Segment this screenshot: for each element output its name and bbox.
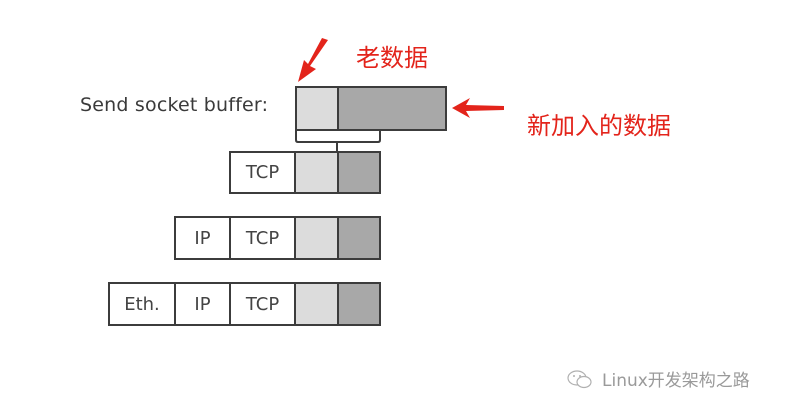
- wechat-icon: [567, 369, 592, 388]
- tcp-header: TCP: [229, 151, 296, 194]
- tcp-header: TCP: [229, 282, 296, 326]
- old-data-cell: [294, 282, 339, 326]
- send-buffer-new-data: [337, 86, 447, 131]
- old-data-cell: [294, 216, 339, 260]
- ip-header: IP: [174, 216, 231, 260]
- eth-header: Eth.: [108, 282, 176, 326]
- old-data-annotation: 老数据: [356, 44, 428, 72]
- send-socket-buffer-label: Send socket buffer:: [80, 94, 269, 116]
- tcp-header: TCP: [229, 216, 296, 260]
- arrow-old-data-icon: [298, 38, 328, 82]
- new-data-annotation: 新加入的数据: [527, 112, 671, 140]
- send-buffer-old-data: [295, 86, 339, 131]
- old-data-cell: [294, 151, 339, 194]
- watermark-text: Linux开发架构之路: [602, 371, 750, 391]
- new-data-cell: [337, 282, 381, 326]
- watermark: Linux开发架构之路: [566, 366, 750, 391]
- arrow-new-data-icon: [452, 98, 504, 118]
- ip-header: IP: [174, 282, 231, 326]
- new-data-cell: [337, 216, 381, 260]
- new-data-cell: [337, 151, 381, 194]
